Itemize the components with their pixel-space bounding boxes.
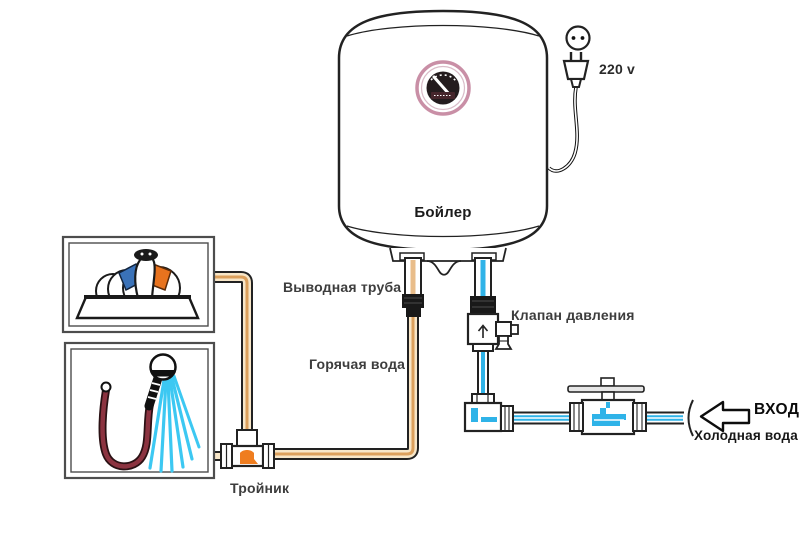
shutoff-valve <box>567 377 647 436</box>
shower-box <box>63 341 216 480</box>
shower-head-icon <box>98 353 201 473</box>
boiler-tank <box>337 9 549 276</box>
elbow-fitting <box>463 393 514 433</box>
inlet-label: ВХОД <box>754 401 800 418</box>
sink-box <box>61 235 216 334</box>
tee-fitting <box>220 429 275 469</box>
voltage-label: 220 v <box>599 61 636 77</box>
tee-branch-pipe <box>214 271 253 438</box>
pressure-valve <box>466 296 519 352</box>
cold-inlet-stub <box>474 257 492 299</box>
pressure-valve-label: Клапан давления <box>511 307 635 323</box>
hot-outlet-stub <box>404 257 422 297</box>
power-cable <box>547 86 579 173</box>
kitchen-sink-icon <box>75 249 200 320</box>
cold-water-label: Холодная вода <box>694 428 798 443</box>
tee-label: Тройник <box>230 480 290 496</box>
inlet-arrow-icon <box>699 400 751 433</box>
boiler-label: Бойлер <box>414 204 472 221</box>
shower-spray <box>148 374 201 473</box>
power-socket-icon <box>565 25 591 51</box>
temperature-gauge-icon <box>415 60 471 116</box>
hot-pipe-coupling <box>402 294 424 317</box>
hot-water-pipe <box>246 316 419 460</box>
hot-water-label: Горячая вода <box>309 356 406 372</box>
pipe-break-mark <box>687 399 694 437</box>
outlet-pipe-label: Выводная труба <box>283 279 402 295</box>
power-plug-icon <box>562 52 590 88</box>
